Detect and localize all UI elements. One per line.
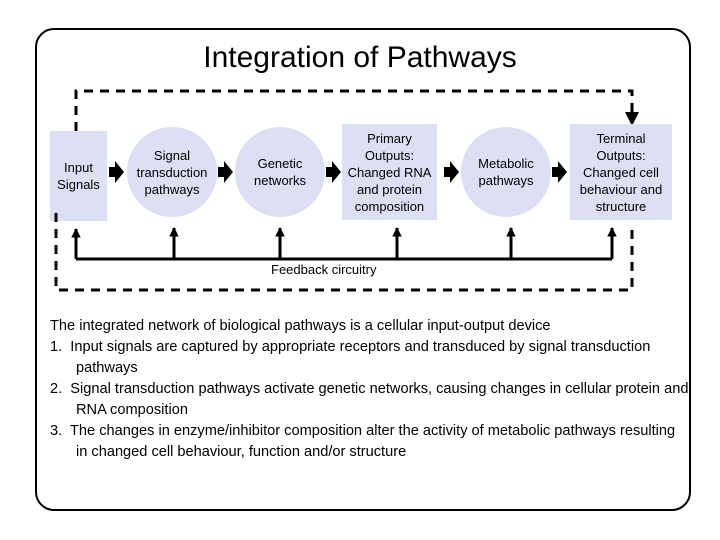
description-item-3: 3. The changes in enzyme/inhibitor compo… (50, 423, 676, 460)
metabolic-pathways-circle (461, 127, 551, 217)
node-label-genetic-networks: Genetic networks (253, 156, 307, 188)
input-signals-box (50, 131, 107, 221)
description-item-2: 2. Signal transduction pathways activate… (50, 381, 689, 418)
node-label-signal-transduction: Signal transduction pathways (136, 147, 208, 197)
arrow-input-to-signal (109, 161, 124, 183)
signal-transduction-circle (127, 127, 217, 217)
arrow-signal-to-genetic (218, 161, 233, 183)
primary-outputs-box (342, 124, 437, 220)
arrow-metabolic-to-terminal (552, 161, 567, 183)
description-intro: The integrated network of biological pat… (50, 318, 551, 334)
slide-frame (35, 28, 691, 511)
node-label-primary-outputs: Primary Outputs: Changed RNA and protein… (347, 130, 432, 214)
arrow-genetic-to-primary (326, 161, 341, 183)
node-label-terminal-outputs: Terminal Outputs: Changed cell behaviour… (579, 130, 663, 214)
genetic-networks-circle (235, 127, 325, 217)
terminal-outputs-box (570, 124, 672, 220)
top-connector-arrowhead (625, 112, 639, 126)
description-block: The integrated network of biological pat… (50, 316, 690, 463)
bottom-dashed-connector (54, 213, 634, 292)
feedback-circuitry-label: Feedback circuitry (271, 262, 377, 277)
node-label-metabolic-pathways: Metabolic pathways (478, 156, 534, 188)
node-label-input-signals: Input Signals (57, 160, 100, 192)
top-dashed-connector (74, 89, 634, 131)
description-item-1: 1. Input signals are captured by appropr… (50, 339, 651, 376)
diagram-title: Integration of Pathways (203, 41, 517, 74)
arrow-primary-to-metabolic (444, 161, 459, 183)
